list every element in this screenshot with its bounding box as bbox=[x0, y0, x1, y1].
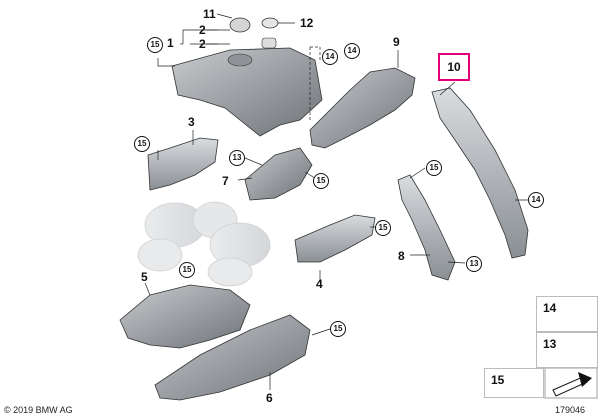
circle-callout-13b: 13 bbox=[466, 256, 482, 272]
callout-6: 6 bbox=[266, 391, 273, 405]
circle-callout-15e: 15 bbox=[375, 220, 391, 236]
circle-callout-14a: 14 bbox=[322, 49, 338, 65]
callout-5: 5 bbox=[141, 270, 148, 284]
callout-1: 1 bbox=[167, 36, 174, 50]
circle-callout-15g: 15 bbox=[330, 321, 346, 337]
heat-shield-6 bbox=[154, 314, 311, 401]
legend-item-14[interactable]: 14 bbox=[536, 296, 598, 332]
heat-shield-4 bbox=[294, 214, 376, 263]
heat-shield-9 bbox=[309, 67, 416, 149]
legend-item-15[interactable]: 15 bbox=[484, 368, 544, 398]
copyright: © 2019 BMW AG bbox=[4, 405, 73, 415]
callout-7: 7 bbox=[222, 174, 229, 188]
circle-callout-13a: 13 bbox=[229, 150, 245, 166]
diagram-reference-number: 179046 bbox=[555, 405, 586, 415]
heat-shield-5 bbox=[119, 284, 251, 349]
heat-shield-7 bbox=[244, 147, 313, 201]
circle-callout-15a: 15 bbox=[147, 37, 163, 53]
legend-item-13[interactable]: 13 bbox=[536, 332, 598, 368]
legend-number: 14 bbox=[543, 301, 557, 315]
circle-callout-14b: 14 bbox=[344, 43, 360, 59]
legend-number: 15 bbox=[491, 373, 505, 387]
circle-callout-15f: 15 bbox=[179, 262, 195, 278]
callout-3: 3 bbox=[188, 115, 195, 129]
heat-shield-3 bbox=[147, 137, 219, 191]
heat-shield-10 bbox=[431, 87, 529, 259]
callout-11: 11 bbox=[203, 7, 216, 21]
circle-callout-15d: 15 bbox=[426, 160, 442, 176]
callout-9: 9 bbox=[393, 35, 400, 49]
circle-callout-14c: 14 bbox=[528, 192, 544, 208]
heat-shield-8 bbox=[397, 174, 456, 281]
turbocharger-ghost bbox=[137, 201, 271, 287]
callout-2b: 2 bbox=[199, 37, 206, 51]
callout-12: 12 bbox=[300, 16, 314, 30]
arrow-icon bbox=[544, 367, 598, 399]
circle-callout-15b: 15 bbox=[134, 136, 150, 152]
callout-2a: 2 bbox=[199, 23, 206, 37]
callout-8: 8 bbox=[398, 249, 405, 263]
callout-4: 4 bbox=[316, 277, 323, 291]
heat-shield-top bbox=[171, 17, 323, 137]
circle-callout-15c: 15 bbox=[313, 173, 329, 189]
highlighted-callout-10[interactable]: 10 bbox=[438, 53, 470, 81]
legend-number: 13 bbox=[543, 337, 557, 351]
